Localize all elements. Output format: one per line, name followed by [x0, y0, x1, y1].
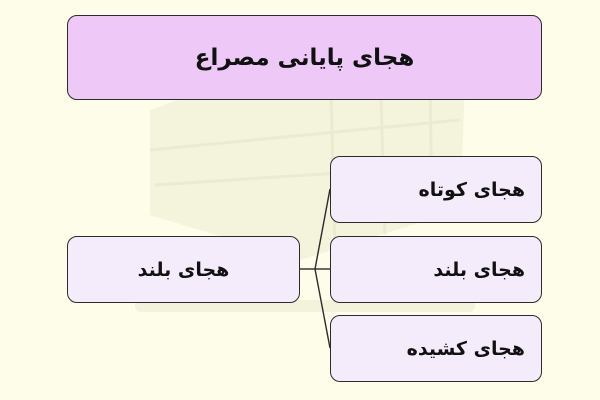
child-node-extended-syllable: هجای کشیده — [330, 315, 542, 382]
child-node-label: هجای بلند — [433, 258, 525, 281]
root-node: هجای بلند — [67, 236, 300, 303]
connector-line-top — [314, 188, 331, 270]
root-node-label: هجای بلند — [137, 258, 230, 281]
diagram-title: هجای پایانی مصراع — [194, 44, 415, 71]
child-node-label: هجای کشیده — [406, 337, 525, 360]
diagram-title-box: هجای پایانی مصراع — [67, 15, 542, 100]
child-node-long-syllable: هجای بلند — [330, 236, 542, 303]
child-node-label: هجای کوتاه — [418, 178, 525, 201]
connector-line-bottom — [314, 268, 331, 349]
child-node-short-syllable: هجای کوتاه — [330, 156, 542, 223]
